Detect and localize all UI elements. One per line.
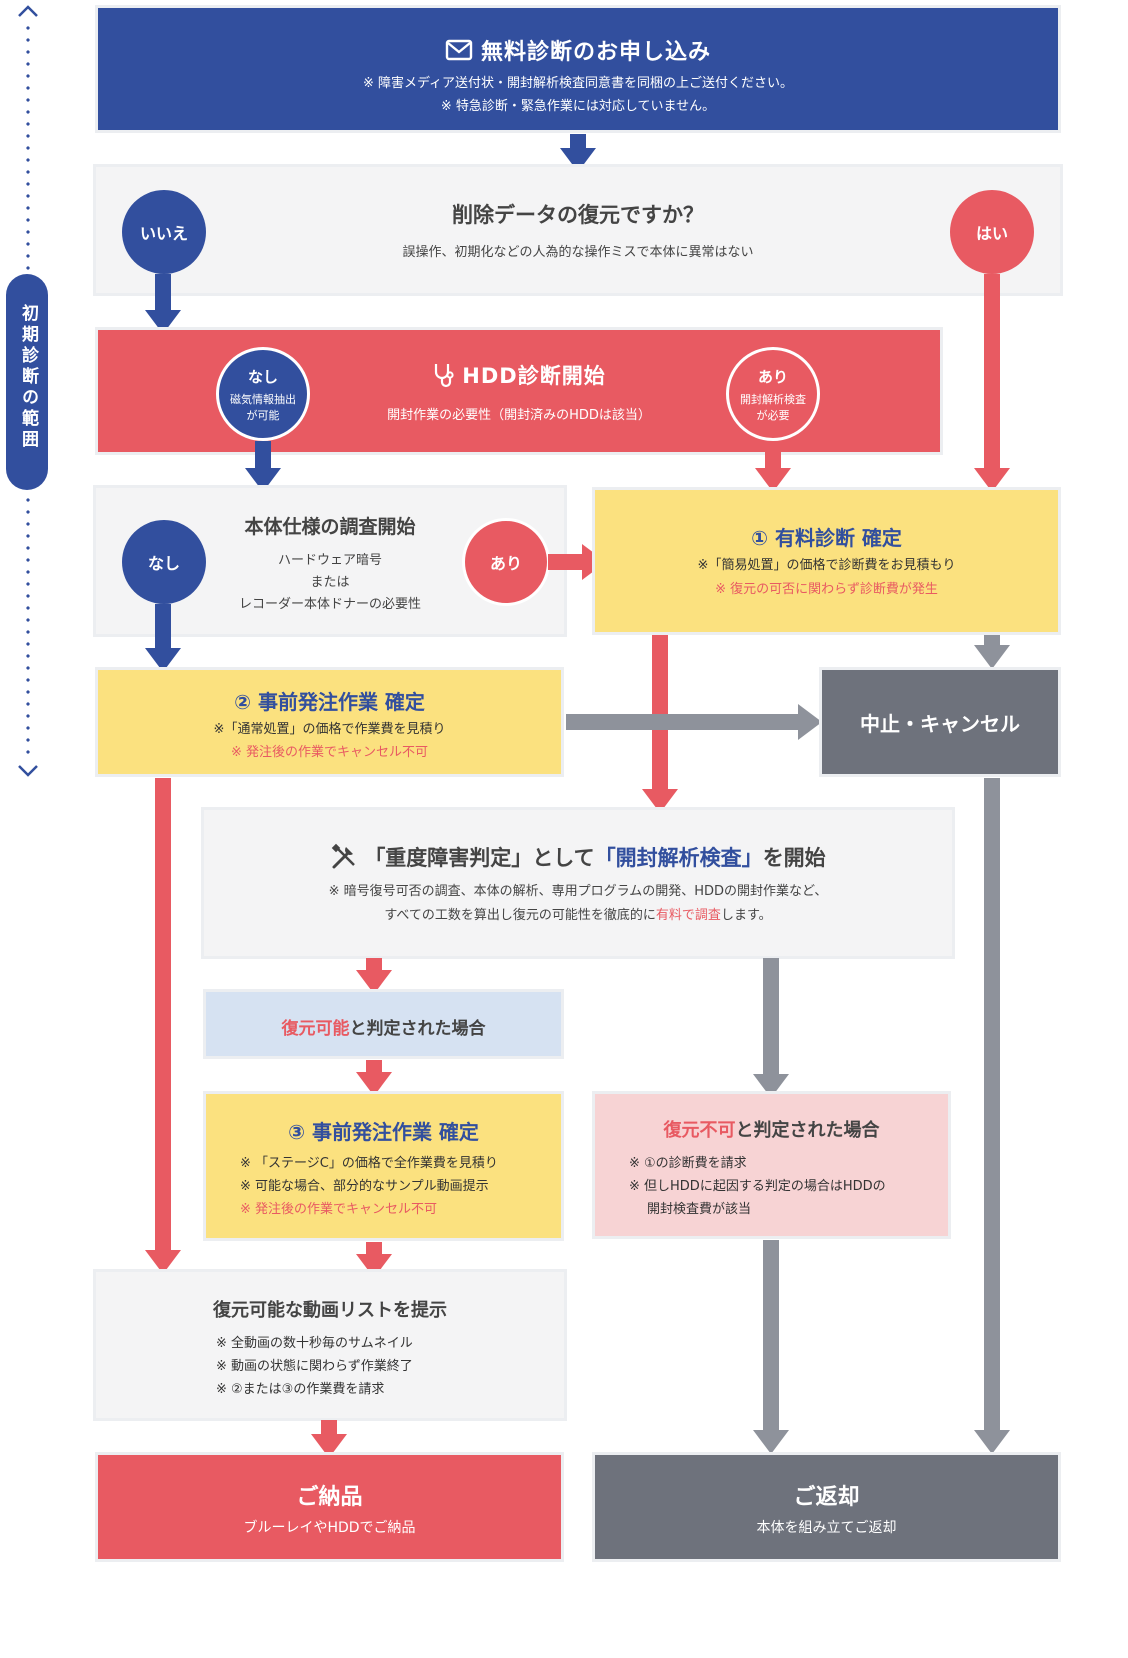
restore-impossible-box: 復元不可と判定された場合 ※ ①の診断費を請求 ※ 但しHDDに起因する判定の場… — [595, 1094, 948, 1236]
arrow-down-icon — [356, 970, 392, 994]
scope-label-pill: 初期診断の範囲 — [6, 274, 48, 490]
arrow-right-icon — [798, 704, 822, 740]
restore-impossible-note-3: 開封検査費が該当 — [647, 1202, 752, 1217]
no-badge-q1: いいえ — [122, 190, 206, 274]
scope-dotted-line-top — [26, 22, 30, 272]
restore-impossible-note-1: ※ ①の診断費を請求 — [629, 1156, 747, 1171]
severe-title-part-3: を開始 — [762, 846, 826, 870]
delivery-box: ご納品 ブルーレイやHDDでご納品 — [98, 1455, 561, 1559]
preorder-3-box: ③ 事前発注作業 確定 ※ 「ステージC」の価格で全作業費を見積り ※ 可能な場… — [206, 1094, 561, 1238]
restore-impossible-part-2: と判定された場合 — [735, 1120, 880, 1141]
restore-possible-part-2: と判定された場合 — [349, 1019, 486, 1039]
video-list-box: 復元可能な動画リストを提示 ※ 全動画の数十秒毎のサムネイル ※ 動画の状態に関… — [96, 1272, 564, 1418]
paid-diagnosis-title: ① 有料診断 確定 — [751, 526, 902, 550]
yes-badge-q1: はい — [950, 190, 1034, 274]
paid-diagnosis-note-2: ※ 復元の可否に関わらず診断費が発生 — [715, 582, 938, 597]
restore-impossible-note-2: ※ 但しHDDに起因する判定の場合はHDDの — [629, 1179, 886, 1194]
spec-line-3: レコーダー本体ドナーの必要性 — [238, 597, 421, 612]
yes-badge-hdd: あり 開封解析検査 が必要 — [726, 347, 820, 441]
free-diagnosis-box: 無料診断のお申し込み ※ 障害メディア送付状・開封解析検査同意書を同梱の上ご送付… — [98, 8, 1058, 130]
paid-diagnosis-box: ① 有料診断 確定 ※「簡易処置」の価格で診断費をお見積もり ※ 復元の可否に関… — [595, 490, 1058, 632]
chevron-down-icon — [18, 765, 38, 777]
hdd-diagnosis-title: HDD診断開始 — [462, 364, 606, 388]
free-diagnosis-title: 無料診断のお申し込み — [480, 40, 711, 65]
no-badge-spec: なし — [122, 520, 206, 604]
arrow-down-icon — [356, 1072, 392, 1096]
deleted-data-question-box: 削除データの復元ですか？ 誤操作、初期化などの人為的な操作ミスで本体に異常はない — [96, 167, 1060, 293]
stethoscope-icon — [435, 364, 454, 388]
spec-investigation-title: 本体仕様の調査開始 — [244, 516, 416, 538]
return-box: ご返却 本体を組み立てご返却 — [595, 1455, 1058, 1559]
preorder-2-box: ② 事前発注作業 確定 ※「通常処置」の価格で作業費を見積り ※ 発注後の作業で… — [98, 670, 561, 774]
preorder-3-note-2: ※ 可能な場合、部分的なサンプル動画提示 — [240, 1179, 489, 1194]
chevron-up-icon — [18, 5, 38, 17]
cancel-title: 中止・キャンセル — [860, 712, 1020, 736]
hdd-diagnosis-sub: 開封作業の必要性（開封済みのHDDは該当） — [387, 408, 651, 423]
preorder-2-note-2: ※ 発注後の作業でキャンセル不可 — [230, 745, 429, 760]
preorder-3-note-1: ※ 「ステージC」の価格で全作業費を見積り — [240, 1156, 498, 1171]
video-list-note-2: ※ 動画の状態に関わらず作業終了 — [216, 1359, 413, 1374]
severe-note-1: ※ 暗号復号可否の調査、本体の解析、専用プログラムの開発、HDDの開封作業など、 — [328, 884, 828, 899]
paid-diagnosis-note-1: ※「簡易処置」の価格で診断費をお見積もり — [697, 558, 956, 573]
preorder-3-note-3: ※ 発注後の作業でキャンセル不可 — [240, 1202, 438, 1217]
video-list-title: 復元可能な動画リストを提示 — [213, 1300, 447, 1321]
delivery-sub: ブルーレイやHDDでご納品 — [243, 1520, 416, 1536]
scope-dotted-line-bottom — [26, 494, 30, 760]
arrow-down-icon — [974, 468, 1010, 492]
preorder-2-note-1: ※「通常処置」の価格で作業費を見積り — [213, 722, 446, 737]
yes-badge-spec: あり — [462, 518, 550, 606]
deleted-data-question-sub: 誤操作、初期化などの人為的な操作ミスで本体に異常はない — [402, 245, 754, 260]
arrow-down-icon — [642, 789, 678, 813]
preorder-3-title: ③ 事前発注作業 確定 — [288, 1120, 479, 1144]
scope-indicator: 初期診断の範囲 — [0, 0, 60, 790]
no-badge-hdd: なし 磁気情報抽出 が可能 — [216, 347, 310, 441]
tools-icon — [332, 843, 356, 869]
video-list-note-3: ※ ②または③の作業費を請求 — [216, 1382, 385, 1397]
arrow-down-icon — [753, 1430, 789, 1454]
deleted-data-question-title: 削除データの復元ですか？ — [452, 203, 704, 227]
preorder-2-title: ② 事前発注作業 確定 — [234, 690, 425, 714]
restore-possible-box: 復元可能と判定された場合 — [206, 992, 561, 1056]
restore-possible-part-1: 復元可能 — [281, 1019, 350, 1039]
severe-note-2c: します。 — [720, 908, 772, 923]
return-title: ご返却 — [793, 1485, 860, 1510]
arrow-down-icon — [311, 1434, 347, 1458]
cancel-box: 中止・キャンセル — [822, 670, 1058, 774]
severe-note-2a: すべての工数を算出し復元の可能性を徹底的に — [384, 908, 656, 923]
spec-line-2: または — [310, 575, 350, 590]
free-diagnosis-note-1: ※ 障害メディア送付状・開封解析検査同意書を同梱の上ご送付ください。 — [362, 76, 794, 91]
mail-icon — [445, 39, 473, 61]
arrow-down-icon — [974, 645, 1010, 669]
severe-title-part-1: 「重度障害判定」として — [364, 846, 595, 870]
restore-impossible-part-1: 復元不可 — [663, 1120, 736, 1141]
scope-label: 初期診断の範囲 — [18, 304, 38, 451]
severe-title-part-2: 「開封解析検査」 — [594, 846, 763, 870]
free-diagnosis-note-2: ※ 特急診断・緊急作業には対応していません。 — [440, 99, 716, 114]
delivery-title: ご納品 — [296, 1485, 363, 1510]
arrow-down-icon — [145, 648, 181, 672]
arrow-down-icon — [755, 468, 791, 492]
arrow-down-icon — [145, 1250, 181, 1274]
severe-judgment-box: 「重度障害判定」として「開封解析検査」を開始 ※ 暗号復号可否の調査、本体の解析… — [204, 810, 952, 956]
arrow-down-icon — [974, 1430, 1010, 1454]
spec-line-1: ハードウェア暗号 — [277, 553, 382, 568]
return-sub: 本体を組み立てご返却 — [756, 1520, 897, 1536]
video-list-note-1: ※ 全動画の数十秒毎のサムネイル — [216, 1336, 413, 1351]
severe-note-2b: 有料で調査 — [655, 908, 721, 923]
